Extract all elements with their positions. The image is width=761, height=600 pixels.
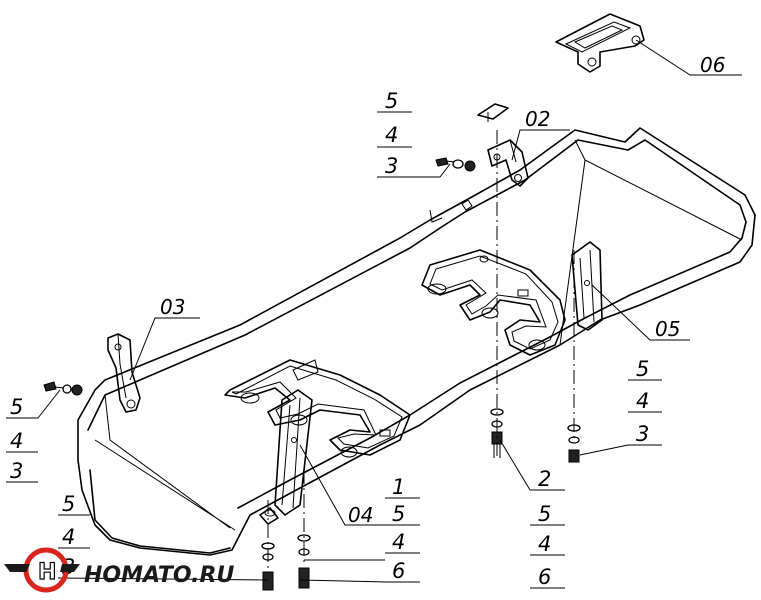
stack-right-2: 3 [636, 422, 649, 446]
stack-mid-1: 5 [538, 502, 551, 526]
stack-bottom-left-0: 5 [62, 492, 75, 516]
stack-bottom-left-1: 4 [62, 525, 75, 549]
bracket-05 [571, 241, 603, 331]
stack-center-1: 5 [392, 502, 405, 526]
stack-center-2: 4 [392, 530, 405, 554]
callout-05: 05 [655, 317, 680, 341]
leader-lines [6, 39, 742, 589]
svg-text:H: H [38, 560, 56, 585]
logo-text: HOMATO.RU [84, 563, 234, 588]
bracket-03 [107, 333, 141, 413]
callout-04: 04 [348, 503, 373, 527]
stack-top-1: 4 [385, 123, 398, 147]
callout-06: 06 [700, 53, 725, 77]
bracket-02 [477, 103, 529, 187]
watermark-logo: H HOMATO.RU [4, 547, 234, 593]
stack-left-1: 4 [10, 429, 23, 453]
stack-mid-2: 4 [538, 532, 551, 556]
stack-mid-0: 2 [538, 467, 551, 491]
stack-right-1: 4 [636, 389, 649, 413]
fastener-stack-bottom-left [261, 542, 275, 591]
skid-plate [77, 127, 756, 556]
stack-left-2: 3 [10, 459, 23, 483]
logo-wing-icon [4, 564, 30, 572]
bracket-04 [259, 389, 313, 525]
stack-top-2: 3 [385, 154, 398, 178]
callout-02: 02 [525, 107, 550, 131]
logo-wing-icon [60, 564, 80, 572]
stack-center-3: 6 [392, 559, 405, 583]
stack-left-0: 5 [10, 395, 23, 419]
stack-center-0: 1 [392, 475, 405, 499]
stack-right-0: 5 [636, 357, 649, 381]
callout-03: 03 [160, 295, 185, 319]
stack-mid-3: 6 [538, 565, 551, 589]
fastener-set-left [43, 381, 83, 396]
stack-top-0: 5 [385, 89, 398, 113]
fastener-set-top [435, 157, 476, 172]
bracket-06 [555, 13, 645, 73]
